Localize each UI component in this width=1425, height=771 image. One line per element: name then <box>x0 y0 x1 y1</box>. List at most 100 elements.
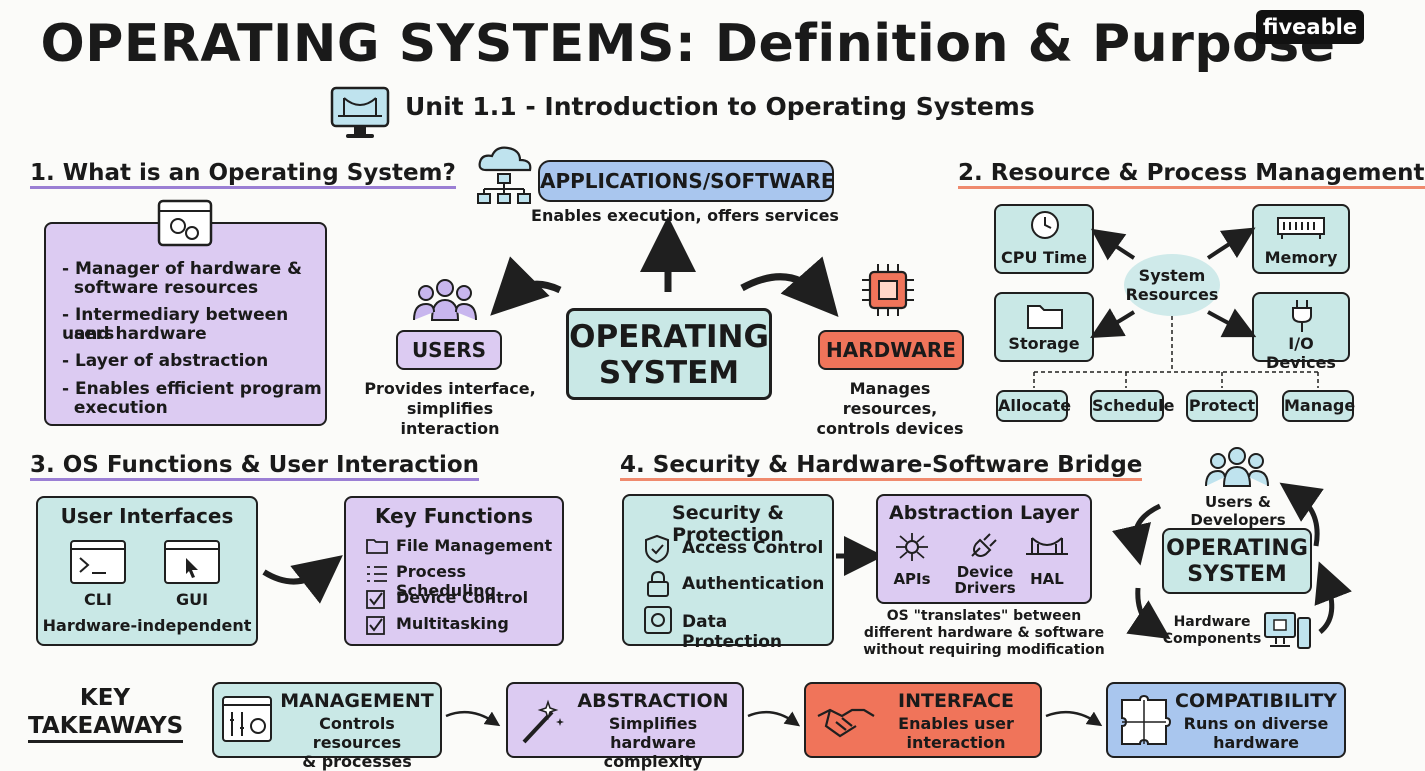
kf-item-multitasking: Multitasking <box>396 614 509 633</box>
applications-box[interactable]: APPLICATIONS/SOFTWARE <box>538 160 835 202</box>
section3-heading: 3. OS Functions & User Interaction <box>30 452 480 481</box>
translation-caption-line3: without requiring modification <box>863 642 1105 658</box>
abstraction-layer-card: Abstraction Layer APIs Device Drivers HA… <box>876 494 1092 604</box>
allocate-pill[interactable]: Allocate <box>996 390 1072 422</box>
io-devices-label: I/O Devices <box>1266 334 1336 372</box>
checkbox-icon <box>366 616 385 635</box>
translation-caption-line2: different hardware & software <box>863 625 1105 641</box>
users-caption: Provides interface, simplifies interacti… <box>360 379 540 439</box>
cycle-os-box[interactable]: OPERATING SYSTEM <box>1162 528 1312 594</box>
translation-caption: OS "translates" between different hardwa… <box>862 608 1106 659</box>
brand-label: fiveable <box>1262 15 1358 39</box>
hardware-components-line2: Components <box>1162 631 1262 647</box>
security-card: Security & Protection Access Control Aut… <box>622 494 834 652</box>
bullet-3: - Layer of abstraction <box>62 351 269 371</box>
kf-item-device: Device Control <box>396 588 529 607</box>
interface-desc-line2: interaction <box>906 733 1006 752</box>
os-label-line2: SYSTEM <box>598 355 740 391</box>
hal-label: HAL <box>1030 570 1064 588</box>
takeaway-compatibility[interactable]: COMPATIBILITY Runs on diverse hardware <box>1106 682 1346 758</box>
hardware-caption-line2: controls devices <box>816 419 964 438</box>
users-caption-line2: simplifies interaction <box>400 399 500 438</box>
key-functions-title: Key Functions <box>374 504 533 528</box>
gui-label: GUI <box>175 590 209 609</box>
gui-window-icon[interactable] <box>164 540 220 584</box>
management-desc-line2: & processes <box>302 752 412 771</box>
memory-card[interactable]: Memory <box>1252 204 1350 274</box>
abstraction-desc-line1: Simplifies hardware <box>608 714 698 752</box>
hardware-box[interactable]: HARDWARE <box>818 330 964 370</box>
cpu-time-label: CPU Time <box>1001 248 1087 267</box>
key-takeaways-line2: TAKEAWAYS <box>28 712 184 743</box>
users-developers-label: Users & Developers <box>1190 493 1286 529</box>
security-title: Security & Protection <box>672 502 784 546</box>
chip-icon <box>862 264 914 316</box>
folder-icon <box>1027 305 1063 329</box>
users-caption-line1: Provides interface, <box>364 379 536 398</box>
io-devices-card[interactable]: I/O Devices <box>1252 292 1350 372</box>
storage-card[interactable]: Storage <box>994 292 1094 362</box>
system-resources-line1: System <box>1138 266 1206 285</box>
arrow-to-users <box>490 256 562 316</box>
takeaway-abstraction[interactable]: ABSTRACTION Simplifies hardware complexi… <box>506 682 744 771</box>
memory-chip-icon <box>1277 217 1325 239</box>
drivers-label: Device Drivers <box>954 564 1016 596</box>
clock-icon <box>1031 211 1059 239</box>
puzzle-icon <box>1121 694 1172 745</box>
translation-caption-line1: OS "translates" between <box>886 608 1082 624</box>
abstraction-title: Abstraction Layer <box>889 502 1079 524</box>
system-resources-node[interactable]: System Resources <box>1124 254 1220 316</box>
key-functions-card: Key Functions File Management Process Sc… <box>344 496 564 646</box>
allocate-label: Allocate <box>998 396 1072 415</box>
protect-pill[interactable]: Protect <box>1186 390 1258 422</box>
hardware-caption-line1: Manages resources, <box>842 379 938 418</box>
terminal-icon[interactable] <box>70 540 126 584</box>
applications-label: APPLICATIONS/SOFTWARE <box>540 169 835 193</box>
section2-heading: 2. Resource & Process Management <box>958 160 1425 189</box>
abstraction-desc: Simplifies hardware complexity <box>564 714 742 771</box>
shield-icon <box>645 534 669 564</box>
ui-to-functions-arrow <box>262 555 343 604</box>
apis-label: APIs <box>893 570 931 588</box>
hardware-components-line1: Hardware <box>1173 614 1251 630</box>
operating-system-box[interactable]: OPERATING SYSTEM <box>566 308 772 400</box>
key-takeaways-label: KEY TAKEAWAYS <box>28 684 184 743</box>
takeaway-interface[interactable]: INTERFACE Enables user interaction <box>804 682 1042 758</box>
handshake-icon <box>817 708 875 738</box>
bullet-1b: software resources <box>62 278 259 298</box>
brand-logo[interactable]: fiveable <box>1256 10 1364 44</box>
takeaway-management[interactable]: MANAGEMENT Controls resources & processe… <box>212 682 442 771</box>
manage-label: Manage <box>1284 396 1356 415</box>
cycle-os-line1: OPERATING <box>1166 536 1308 561</box>
hardware-independent-label: Hardware-independent <box>42 616 252 635</box>
manage-pill[interactable]: Manage <box>1282 390 1356 422</box>
kf-item-process: Process Scheduling <box>396 562 496 600</box>
key-takeaways-line1: KEY <box>79 685 131 711</box>
developers-icon <box>1205 447 1269 487</box>
driver-plug-icon <box>971 533 997 557</box>
settings-window-icon <box>157 199 213 247</box>
users-box[interactable]: USERS <box>396 330 502 370</box>
schedule-pill[interactable]: Schedule <box>1090 390 1174 422</box>
center-arrows <box>490 216 839 317</box>
bridge-icon <box>1026 537 1068 555</box>
monitor-bridge-icon <box>330 86 390 138</box>
list-icon <box>367 566 387 582</box>
interface-desc-line1: Enables user <box>898 714 1014 733</box>
authentication-label: Authentication <box>682 574 825 594</box>
section2-heading-text: 2. Resource & Process Management <box>958 160 1425 189</box>
api-network-icon <box>896 533 928 561</box>
os-label-line1: OPERATING <box>569 319 769 355</box>
bullet-1a: - Manager of hardware & <box>62 259 302 279</box>
users-group-icon <box>413 279 477 321</box>
section1-heading-text: 1. What is an Operating System? <box>30 160 456 189</box>
user-interfaces-title: User Interfaces <box>60 504 234 528</box>
schedule-label: Schedule <box>1092 396 1175 415</box>
hardware-caption: Manages resources, controls devices <box>800 379 980 439</box>
hardware-label: HARDWARE <box>826 338 956 362</box>
section1-heading: 1. What is an Operating System? <box>30 160 456 189</box>
compatibility-title: COMPATIBILITY <box>1175 690 1337 712</box>
hardware-components-label: Hardware Components <box>1160 614 1264 648</box>
compatibility-desc-line1: Runs on diverse <box>1183 714 1329 733</box>
management-desc-line1: Controls resources <box>312 714 402 752</box>
